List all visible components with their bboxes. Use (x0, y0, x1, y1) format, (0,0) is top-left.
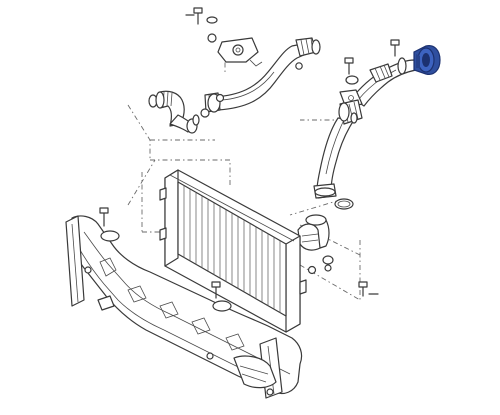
charge-air-elbow (148, 90, 210, 134)
clamps (192, 93, 358, 272)
intercooler (159, 169, 317, 333)
charge-air-pipe-lower (297, 214, 379, 297)
bolt-top (185, 7, 218, 25)
intercooler-core-fins (183, 186, 281, 313)
charge-air-pipe-right (339, 39, 417, 109)
lock-carrier (65, 207, 303, 399)
highlighted-part (413, 45, 441, 75)
charge-air-pipe-left (204, 33, 321, 113)
